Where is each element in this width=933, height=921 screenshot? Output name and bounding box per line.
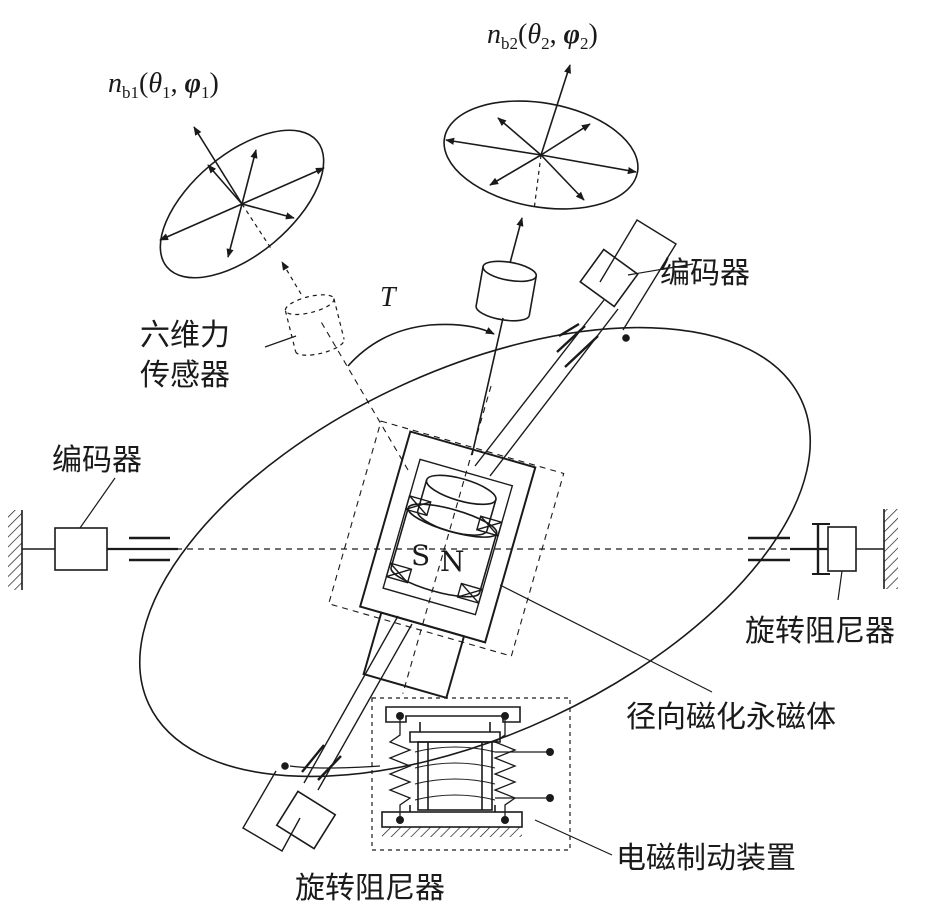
label-sensor-line1: 六维力 xyxy=(140,318,230,353)
nb1-direction-ellipse xyxy=(159,126,325,279)
right-damper-body xyxy=(827,526,857,572)
upper-sensor-shaft xyxy=(471,317,504,456)
label-nb1: nb1(θ1, φ1) xyxy=(108,68,219,102)
lower-shaft-housing xyxy=(362,611,466,700)
diagram-labels: 编码器 编码器 六维力 传感器 旋转阻尼器 旋转阻尼器 径向磁化永磁体 电磁制动… xyxy=(52,19,895,906)
upper-bearings xyxy=(404,494,503,537)
label-brake: 电磁制动装置 xyxy=(616,841,796,876)
label-pole-n: N xyxy=(440,545,465,578)
label-damper-bottom: 旋转阻尼器 xyxy=(295,871,445,906)
label-torque: T xyxy=(380,282,398,313)
right-damper-assembly xyxy=(748,509,898,601)
label-nb2: nb2(θ2, φ2) xyxy=(487,19,598,53)
lower-bearings xyxy=(385,562,484,604)
label-damper-right: 旋转阻尼器 xyxy=(745,614,895,649)
nb2-direction-ellipse xyxy=(443,64,639,211)
upper-right-encoder-assembly xyxy=(474,219,694,477)
label-sensor-line2: 传感器 xyxy=(140,358,230,393)
upper-force-sensor xyxy=(475,260,538,322)
upper-right-encoder-body xyxy=(579,248,639,308)
left-encoder-body xyxy=(54,527,108,571)
virtual-force-sensor xyxy=(284,294,345,356)
label-encoder-left: 编码器 xyxy=(52,443,142,478)
lower-left-damper-assembly xyxy=(242,615,413,852)
left-encoder-assembly xyxy=(8,477,178,590)
lower-damper-body xyxy=(275,790,337,850)
label-pole-s: S xyxy=(411,539,430,572)
label-magnet: 径向磁化永磁体 xyxy=(626,700,836,735)
label-encoder-top: 编码器 xyxy=(660,256,750,291)
torque-arc xyxy=(347,323,495,367)
outer-gimbal-ring xyxy=(138,326,812,778)
inner-gimbal xyxy=(328,385,565,700)
electromagnetic-brake xyxy=(371,697,613,856)
